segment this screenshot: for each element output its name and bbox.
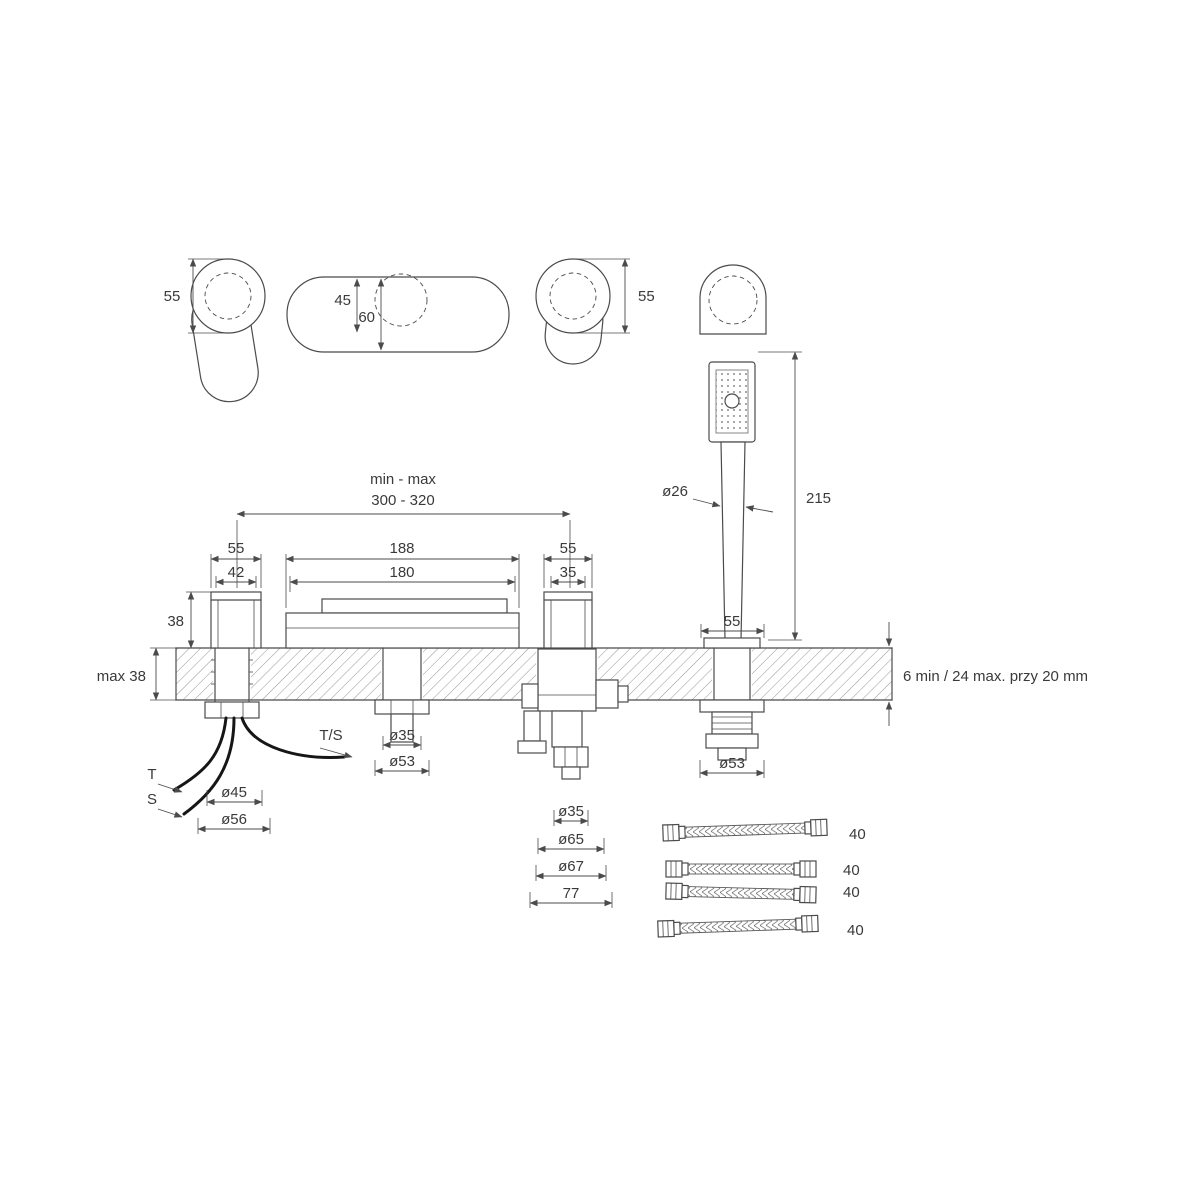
hand-shower: ø26 215 55 [662,351,831,641]
flex-hose-2 [665,860,817,878]
flex-hose-4 [657,914,819,938]
flex-hose-3 [665,882,817,904]
holder-flange [699,699,765,713]
dim-spout-45: 45 [334,292,351,309]
dim-shower-dia: ø26 [662,483,688,500]
left-valve-body [210,591,262,649]
diverter-nut [553,746,589,768]
dim-spout-60: 60 [358,309,375,326]
handle-side-view-left: 55 [164,258,266,403]
dim-right-dia35: ø35 [558,803,584,820]
holder-top-view [699,264,767,335]
diverter-neck [551,710,583,748]
diverter-left-drop [523,710,541,742]
hose-hot [172,716,228,792]
spout-flange [374,699,430,715]
diverter-left-port [521,683,539,709]
dim-left-valve-55: 55 [228,540,245,557]
spout-top-plate [321,598,508,614]
handle-base-circle [190,258,266,334]
dim-right-dia67: ø67 [558,858,584,875]
dim-holder-dia53: ø53 [719,755,745,772]
holder-stub [717,747,747,761]
dim-handle-height-right: 55 [638,288,655,305]
left-valve: T/S T S 55 42 38 ø45 ø56 [147,540,353,834]
spout-hole-circle [374,273,428,327]
dim-left-valve-42: 42 [228,564,245,581]
dim-left-valve-38: 38 [167,613,184,630]
left-valve-nut [204,701,260,719]
right-valve-body [543,591,593,649]
dim-spout-dia35: ø35 [389,727,415,744]
label-ts: T/S [319,727,342,744]
flex-hose-1 [662,818,828,842]
spout: 188 180 min - max 300 - 320 ø35 ø53 [236,471,571,776]
dim-spout-180: 180 [389,564,414,581]
handle-hidden-circle [204,272,252,320]
dim-right-77: 77 [563,885,580,902]
hose-2-length: 40 [843,862,860,879]
spray-center [724,393,740,409]
hose-1-length: 40 [849,826,866,843]
shower-holder: ø53 [699,637,765,778]
dim-right-valve-55: 55 [560,540,577,557]
diverter-right-port [595,679,619,709]
dim-spacing-label: min - max [370,471,436,488]
hose-3-length: 40 [843,884,860,901]
diverter-stub [561,766,581,780]
deck-thickness-note: 6 min / 24 max. przy 20 mm [903,668,1088,685]
hose-ts [240,716,346,759]
handle-hidden-circle [549,272,597,320]
dim-right-dia65: ø65 [558,831,584,848]
dim-shower-length: 215 [806,490,831,507]
dim-left-valve-dia45: ø45 [221,784,247,801]
handle-base-circle [535,258,611,334]
dim-spout-188: 188 [389,540,414,557]
hose-4-length: 40 [847,922,864,939]
spout-base [285,612,520,649]
dim-right-valve-35: 35 [560,564,577,581]
holder-nut [705,733,759,749]
diverter-body [537,648,597,712]
hose-cold [182,716,236,816]
label-s: S [147,791,157,808]
right-valve: 55 35 ø35 ø65 ø67 77 [517,540,629,908]
holder-hidden-circle [708,275,758,325]
dim-handle-height-left: 55 [164,288,181,305]
spout-top-view: 45 60 [286,273,510,353]
dim-deck-max: max 38 [97,668,146,685]
dim-left-valve-dia56: ø56 [221,811,247,828]
dim-holder-width: 55 [724,613,741,630]
dim-spout-dia53: ø53 [389,753,415,770]
holder-escutcheon [703,637,761,649]
handle-side-view-right: 55 [535,258,655,365]
label-t: T [147,766,156,783]
shower-handle [720,441,746,641]
dim-spacing-value: 300 - 320 [371,492,434,509]
